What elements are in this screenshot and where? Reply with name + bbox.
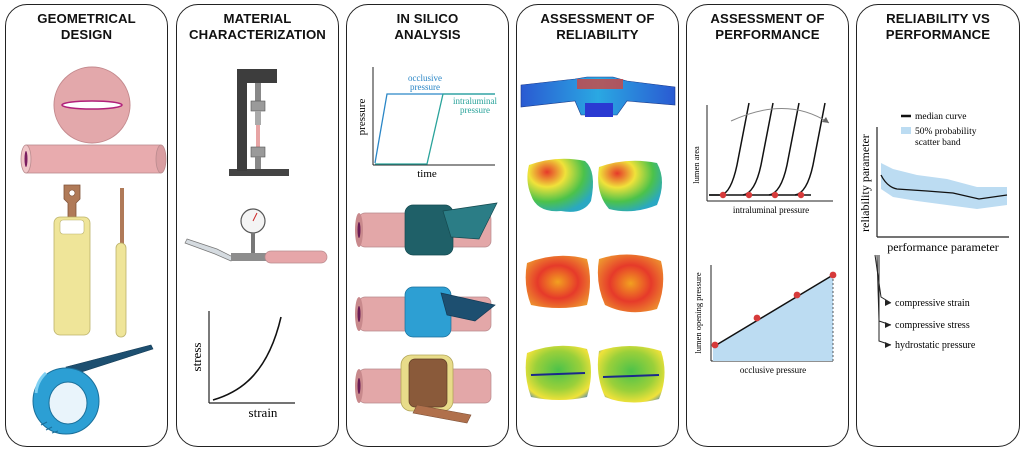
panel-in-silico-analysis: IN SILICO ANALYSIS pressure time occlusi… bbox=[346, 4, 509, 447]
fe-model-blue-cuff bbox=[355, 286, 496, 338]
median-curve bbox=[880, 174, 1008, 200]
x-axis-label: intraluminal pressure bbox=[733, 205, 809, 215]
stress-strain-curve bbox=[212, 316, 282, 401]
tube-model bbox=[20, 144, 167, 174]
pressure-time-chart: pressure time occlusive pressure intralu… bbox=[356, 67, 497, 180]
x-axis-label: performance parameter bbox=[887, 240, 999, 254]
cuff-ring-model bbox=[32, 344, 154, 435]
trend-arrow bbox=[730, 108, 830, 124]
panel-reliability-vs-performance: RELIABILITY VS PERFORMANCE median curve … bbox=[856, 4, 1020, 447]
opening-pressure-chart: lumen opening pressure occlusive pressur… bbox=[693, 265, 837, 375]
reliability-contour-maps bbox=[520, 76, 676, 403]
x-axis-label: occlusive pressure bbox=[740, 365, 806, 375]
parameter-branches bbox=[874, 254, 892, 346]
fe-model-teal-cuff bbox=[355, 202, 498, 256]
data-point bbox=[829, 271, 837, 279]
fe-model-yellow-cuff bbox=[355, 354, 492, 424]
data-point bbox=[793, 291, 801, 299]
panel-assessment-of-reliability: ASSESSMENT OF RELIABILITY bbox=[516, 4, 679, 447]
contour-map-row3-left bbox=[525, 345, 591, 400]
stress-strain-chart: stress strain bbox=[189, 311, 295, 420]
panel-assessment-of-performance: ASSESSMENT OF PERFORMANCE lumen area int… bbox=[686, 4, 849, 447]
panel-title: GEOMETRICAL DESIGN bbox=[37, 11, 136, 42]
panel-title: ASSESSMENT OF RELIABILITY bbox=[540, 11, 655, 42]
contour-map-row1-left bbox=[527, 158, 593, 212]
reliability-vs-performance-chart: median curve 50% probability scatter ban… bbox=[858, 112, 1009, 351]
data-point bbox=[753, 314, 761, 322]
y-axis-label: lumen area bbox=[691, 146, 701, 184]
lumen-curve bbox=[742, 102, 774, 196]
parameter-label-hydrostatic-pressure: hydrostatic pressure bbox=[895, 340, 976, 351]
feasible-region bbox=[713, 275, 833, 361]
x-axis-label: time bbox=[417, 168, 437, 180]
lumen-curve bbox=[794, 102, 826, 196]
legend-band-label: 50% probability bbox=[915, 127, 977, 137]
material-illustrations: stress strain bbox=[184, 69, 328, 420]
y-axis-label: pressure bbox=[356, 99, 368, 136]
tensile-tester-icon bbox=[229, 69, 289, 176]
panel-title: RELIABILITY VS PERFORMANCE bbox=[885, 11, 991, 42]
performance-charts: lumen area intraluminal pressure lumen o… bbox=[691, 102, 837, 375]
parameter-label-compressive-stress: compressive stress bbox=[895, 320, 970, 331]
trend-line bbox=[712, 274, 834, 348]
contour-map-row2-left bbox=[525, 255, 590, 308]
panel-material-characterization: MATERIAL CHARACTERIZATION bbox=[176, 4, 339, 447]
panel-title: IN SILICO ANALYSIS bbox=[394, 11, 461, 42]
opening-point bbox=[719, 191, 727, 199]
intraluminal-label: pressure bbox=[460, 105, 490, 115]
legend-median-label: median curve bbox=[915, 112, 966, 122]
panel-title: ASSESSMENT OF PERFORMANCE bbox=[710, 11, 825, 42]
lumen-curve bbox=[768, 102, 800, 196]
data-point bbox=[711, 341, 719, 349]
occlusive-label: occlusive bbox=[408, 73, 442, 83]
panel-geometrical-design: GEOMETRICAL DESIGN bbox=[5, 4, 168, 447]
contour-map-row1-right bbox=[598, 160, 662, 212]
y-axis-label: reliability parameter bbox=[858, 134, 872, 232]
inflation-test-icon bbox=[184, 208, 328, 264]
parameter-label-compressive-strain: compressive strain bbox=[895, 298, 970, 309]
in-silico-illustrations: pressure time occlusive pressure intralu… bbox=[355, 67, 498, 424]
chart-legend: median curve 50% probability scatter ban… bbox=[901, 112, 977, 148]
contour-map-row2-right bbox=[597, 254, 664, 313]
occlusive-label: pressure bbox=[410, 82, 440, 92]
opening-point bbox=[745, 191, 753, 199]
opening-point bbox=[771, 191, 779, 199]
legend-band-label: scatter band bbox=[915, 138, 961, 148]
intraluminal-label: intraluminal bbox=[453, 96, 497, 106]
scatter-band bbox=[881, 163, 1007, 209]
intraluminal-pressure-curve bbox=[375, 93, 495, 165]
legend-band-swatch bbox=[901, 127, 911, 134]
panel-title: MATERIAL CHARACTERIZATION bbox=[189, 11, 326, 42]
opening-point bbox=[797, 191, 805, 199]
lumen-area-chart: lumen area intraluminal pressure bbox=[691, 102, 833, 215]
cross-section-disc bbox=[53, 66, 131, 144]
geometry-illustrations bbox=[20, 66, 167, 435]
y-axis-label: stress bbox=[189, 343, 204, 372]
cuff-front-view bbox=[53, 184, 91, 336]
lumen-curve bbox=[709, 102, 750, 196]
fe-deformed-cuff-contour bbox=[520, 76, 676, 117]
y-axis-label: lumen opening pressure bbox=[693, 272, 703, 353]
cuff-side-view bbox=[115, 188, 127, 338]
x-axis-label: strain bbox=[249, 405, 278, 420]
contour-map-row3-right bbox=[597, 346, 665, 403]
